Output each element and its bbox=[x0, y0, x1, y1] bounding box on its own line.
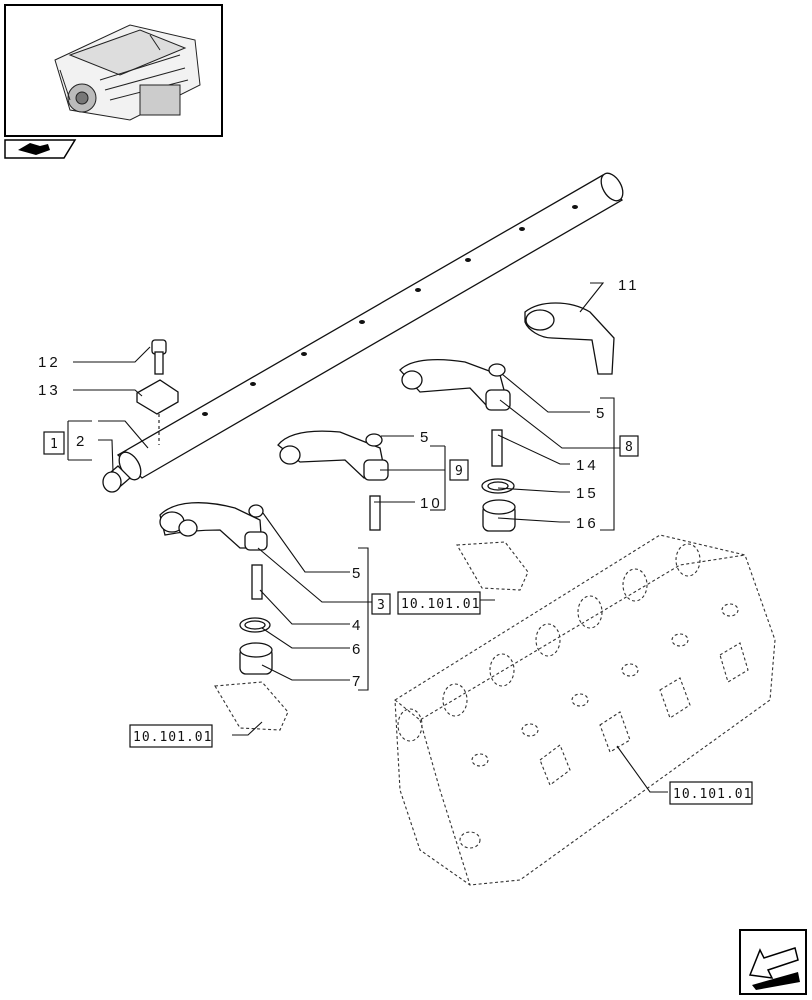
engine-thumbnail-icon[interactable] bbox=[4, 4, 223, 137]
callout-box-3[interactable]: 3 bbox=[371, 593, 391, 615]
svg-text:10.101.01: 10.101.01 bbox=[133, 730, 212, 745]
label-12: 12 bbox=[38, 354, 61, 371]
callout-box-9[interactable]: 9 bbox=[449, 459, 469, 481]
label-14: 14 bbox=[576, 457, 599, 474]
label-11: 11 bbox=[618, 277, 640, 294]
svg-text:8: 8 bbox=[625, 440, 634, 455]
rocker-arm-a bbox=[159, 502, 268, 551]
rocker-arm-c bbox=[399, 358, 511, 411]
label-5-low: 5 bbox=[352, 565, 363, 582]
cup-a bbox=[239, 642, 273, 675]
callout-box-1[interactable]: 1 bbox=[43, 431, 65, 455]
screw-part bbox=[151, 339, 167, 375]
block-part bbox=[136, 379, 179, 445]
label-2: 2 bbox=[76, 433, 87, 450]
svg-text:3: 3 bbox=[377, 598, 386, 613]
bracket-part bbox=[524, 302, 615, 375]
ring-c bbox=[481, 478, 515, 494]
reference-link-2[interactable]: 10.101.01 bbox=[129, 724, 213, 748]
label-13: 13 bbox=[38, 382, 61, 399]
label-5-top: 5 bbox=[596, 405, 607, 422]
label-15: 15 bbox=[576, 485, 599, 502]
svg-text:10.101.01: 10.101.01 bbox=[673, 787, 752, 802]
reference-link-1[interactable]: 10.101.01 bbox=[397, 591, 481, 615]
cylinder-head bbox=[394, 534, 776, 886]
label-16: 16 bbox=[576, 515, 599, 532]
label-4: 4 bbox=[352, 617, 363, 634]
ring-a bbox=[239, 617, 271, 633]
adjust-screw-a bbox=[251, 564, 263, 600]
svg-text:9: 9 bbox=[455, 464, 464, 479]
adjust-screw-c bbox=[491, 429, 503, 467]
svg-text:1: 1 bbox=[50, 437, 59, 452]
reference-link-3[interactable]: 10.101.01 bbox=[669, 781, 753, 805]
cup-c bbox=[482, 499, 516, 532]
bridge-a bbox=[214, 681, 289, 731]
label-6: 6 bbox=[352, 641, 363, 658]
svg-text:10.101.01: 10.101.01 bbox=[401, 597, 480, 612]
leader-lines bbox=[67, 282, 668, 793]
section-tab-icon[interactable] bbox=[4, 139, 77, 159]
bridge-c bbox=[456, 541, 529, 591]
plug-part bbox=[102, 465, 131, 493]
label-10: 10 bbox=[420, 495, 443, 512]
callout-box-8[interactable]: 8 bbox=[619, 435, 639, 457]
label-7: 7 bbox=[352, 673, 363, 690]
part-labels: 12 13 2 11 5 5 5 10 14 15 16 4 6 7 bbox=[38, 277, 640, 690]
next-page-arrow-icon[interactable] bbox=[739, 929, 807, 995]
rocker-arm-b bbox=[277, 430, 389, 481]
label-5-mid: 5 bbox=[420, 429, 431, 446]
adjust-screw-b bbox=[369, 495, 381, 531]
